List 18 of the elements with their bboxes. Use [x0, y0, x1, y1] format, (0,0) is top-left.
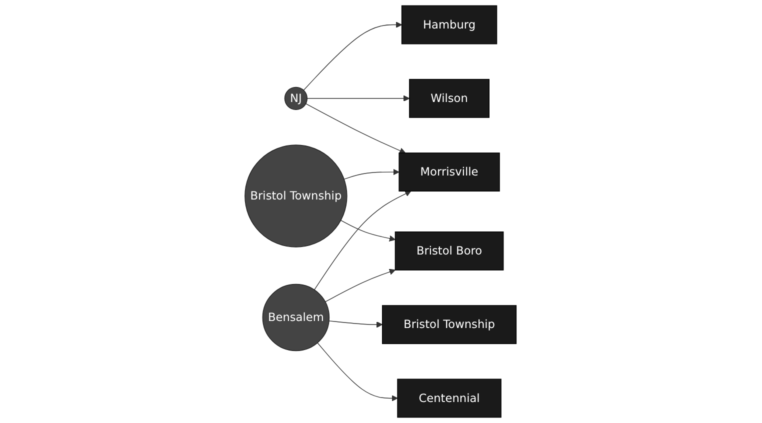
node-box: Morrisville: [399, 152, 500, 192]
node-box: Bristol Township: [382, 305, 517, 344]
node-circle: Bensalem: [262, 284, 330, 352]
node-box: Bristol Boro: [395, 231, 504, 270]
arrow: [325, 268, 396, 302]
arrow: [318, 342, 398, 402]
node-box: Centennial: [398, 378, 502, 418]
arrow: [344, 168, 400, 180]
node-circle: Bristol Township: [245, 144, 348, 248]
arrow: [329, 320, 384, 328]
arrow: [307, 95, 410, 102]
arrow: [340, 220, 396, 242]
node-circle: NJ: [284, 86, 308, 110]
node-box: Wilson: [409, 78, 490, 118]
arrow: [306, 103, 406, 154]
arrow: [304, 22, 402, 91]
node-box: Hamburg: [402, 5, 498, 44]
arrow: [314, 190, 412, 290]
